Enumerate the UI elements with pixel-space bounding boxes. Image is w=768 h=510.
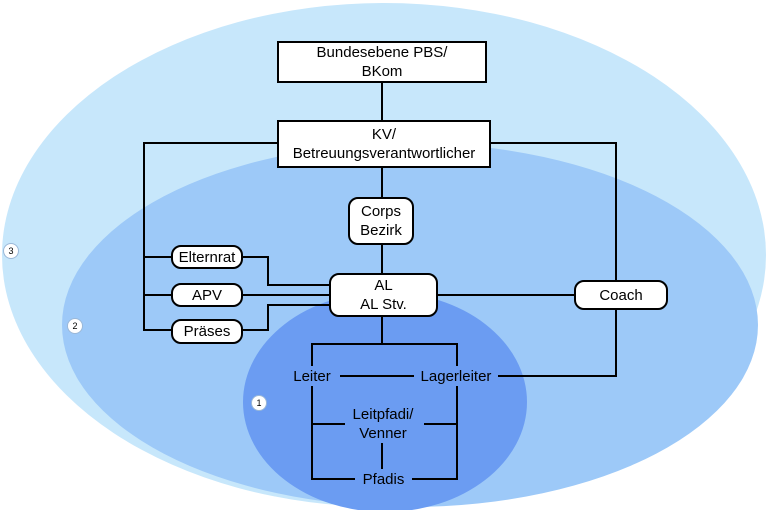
apv-box: APV — [171, 283, 243, 307]
leiter-label: Leiter — [284, 366, 340, 386]
leiter-text: Leiter — [293, 367, 331, 385]
elternrat-label: Elternrat — [178, 248, 236, 266]
coach-box: Coach — [574, 280, 668, 310]
bundesebene-box: Bundesebene PBS/ BKom — [277, 41, 487, 83]
bundesebene-label-2: BKom — [361, 63, 403, 80]
al-box: AL AL Stv. — [329, 273, 438, 317]
connector-kv-left-bus — [143, 142, 278, 331]
leitpfadi-text-2: Venner — [359, 425, 407, 442]
praeses-box: Präses — [171, 319, 243, 344]
connector-elternrat-al — [242, 256, 330, 286]
connector-lagerleiter-pfadis — [412, 386, 458, 480]
connector-kv-coach — [490, 142, 617, 281]
praeses-label: Präses — [183, 323, 231, 340]
leitpfadi-text-1: Leitpfadi/ — [352, 406, 414, 423]
zone-2-badge: 2 — [67, 318, 83, 334]
connector-leader-bracket — [311, 343, 458, 366]
kv-label-1: KV/ — [371, 126, 397, 143]
pfadis-text: Pfadis — [362, 470, 405, 488]
apv-label: APV — [191, 286, 222, 304]
bundesebene-label-1: Bundesebene PBS/ — [316, 44, 448, 61]
zone-1-ellipse — [243, 292, 527, 510]
al-label-2: AL Stv. — [360, 296, 407, 313]
zone-3-badge: 3 — [3, 243, 19, 259]
kv-box: KV/ Betreuungsverantwortlicher — [277, 120, 491, 168]
al-label-1: AL — [374, 277, 393, 294]
zone-1-badge: 1 — [251, 395, 267, 411]
lagerleiter-label: Lagerleiter — [414, 366, 498, 386]
coach-label: Coach — [599, 286, 643, 304]
kv-label-2: Betreuungsverantwortlicher — [292, 145, 476, 162]
lagerleiter-text: Lagerleiter — [420, 367, 492, 385]
leitpfadi-label: Leitpfadi/ Venner — [343, 405, 423, 443]
connector-praeses-al — [242, 304, 330, 331]
corps-box: Corps Bezirk — [348, 197, 414, 245]
elternrat-box: Elternrat — [171, 245, 243, 269]
corps-label-2: Bezirk — [360, 222, 402, 239]
connector-leiter-pfadis — [311, 386, 355, 480]
pfadis-label: Pfadis — [355, 469, 412, 489]
connector-lines — [143, 81, 617, 480]
connector-coach-lagerleiter — [498, 309, 617, 377]
corps-label-1: Corps — [360, 203, 401, 220]
